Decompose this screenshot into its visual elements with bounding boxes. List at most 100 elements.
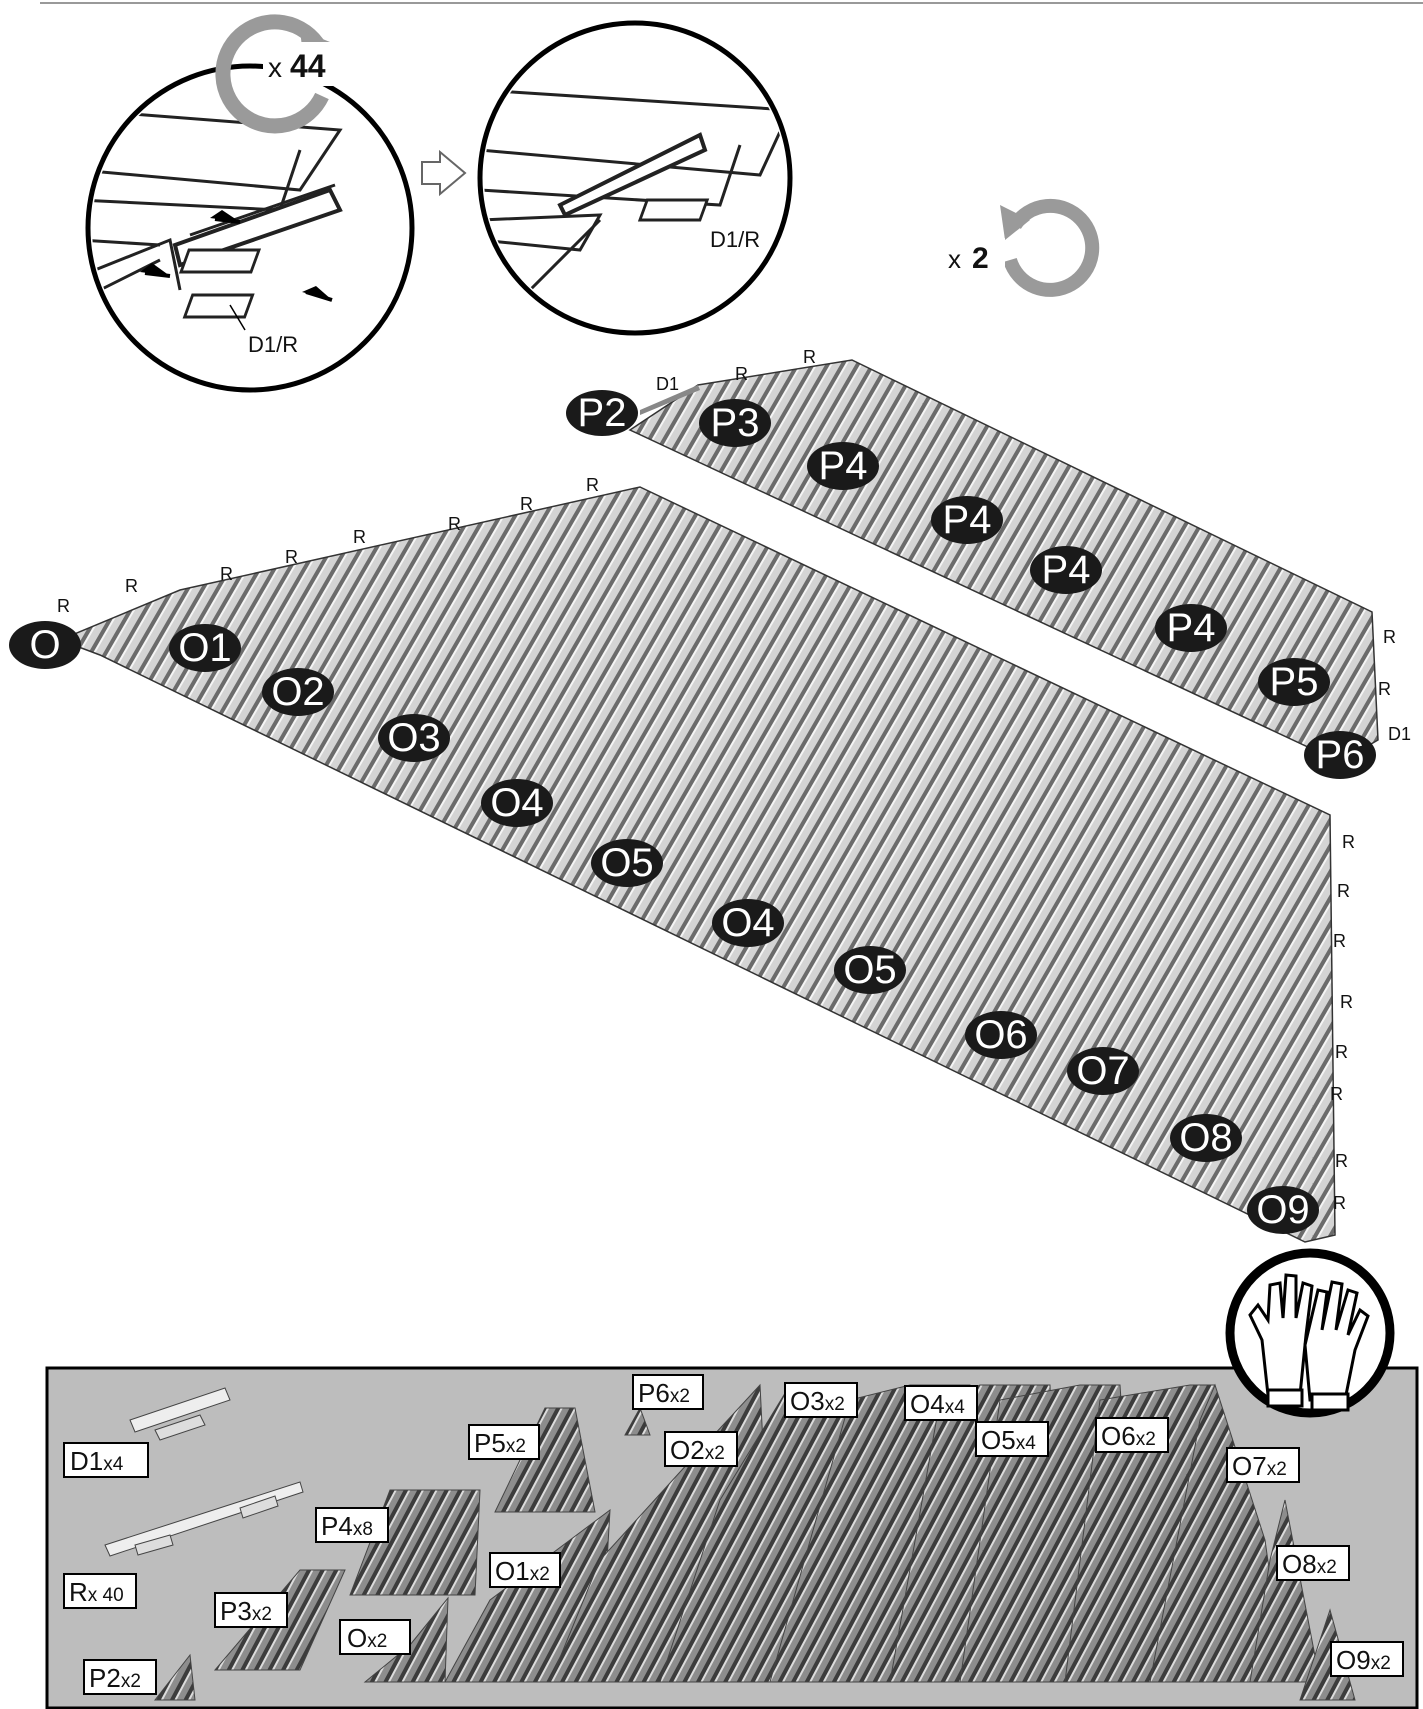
rotation-icon — [1003, 198, 1100, 297]
rotation-badge-2: x 2 — [945, 198, 1100, 297]
edge-label-r: R — [520, 494, 533, 514]
callout-badge: O2 — [262, 668, 334, 716]
detail-circle-after: D1/R — [477, 20, 793, 336]
svg-text:P4: P4 — [819, 444, 868, 488]
callout-badge: O6 — [965, 1011, 1037, 1059]
gloves-icon — [1225, 1248, 1395, 1418]
edge-label-r: R — [735, 364, 748, 384]
svg-text:P5: P5 — [1270, 660, 1319, 704]
svg-text:O1x2: O1x2 — [495, 1556, 550, 1586]
edge-label-r: R — [1330, 1084, 1343, 1104]
svg-text:P3: P3 — [711, 401, 760, 445]
svg-text:O9x2: O9x2 — [1336, 1645, 1391, 1675]
edge-label-r: R — [1383, 627, 1396, 647]
svg-text:O9: O9 — [1256, 1188, 1309, 1232]
callout-badge: O3 — [378, 714, 450, 762]
edge-label-r: R — [1335, 1151, 1348, 1171]
edge-label-r: R — [57, 596, 70, 616]
callout-badge: O — [9, 621, 81, 669]
badge-count-44: 44 — [290, 48, 326, 84]
badge-prefix-2: x — [948, 244, 961, 274]
svg-text:O3: O3 — [387, 716, 440, 760]
edge-label-r: R — [285, 547, 298, 567]
edge-label-r: R — [125, 576, 138, 596]
callout-badge: P4 — [1155, 604, 1227, 652]
part-label: O3x2 — [784, 1382, 858, 1418]
svg-text:P4: P4 — [1167, 606, 1216, 650]
svg-text:D1x4: D1x4 — [70, 1446, 124, 1476]
svg-text:O6x2: O6x2 — [1101, 1421, 1156, 1451]
svg-text:P4x8: P4x8 — [321, 1511, 373, 1541]
edge-label-d1: D1 — [1388, 724, 1411, 744]
svg-text:O2: O2 — [271, 670, 324, 714]
svg-text:O2x2: O2x2 — [670, 1435, 725, 1465]
part-label: P4x8 — [315, 1507, 389, 1543]
svg-text:P2: P2 — [578, 391, 627, 435]
rotation-badge-44: x 44 — [215, 14, 353, 134]
svg-text:O5: O5 — [843, 948, 896, 992]
part-label: O4x4 — [904, 1385, 978, 1421]
part-label: P6x2 — [632, 1374, 704, 1410]
part-label: O8x2 — [1276, 1545, 1350, 1581]
callout-badge: O1 — [169, 624, 241, 672]
parts-panel: D1x4 Rx 40 P2x2 P3x2 P4x8 Ox2 P5x2 O1x2 — [45, 1366, 1419, 1709]
callout-badge: P4 — [1030, 546, 1102, 594]
edge-label-r: R — [1337, 881, 1350, 901]
callout-badge: P4 — [807, 442, 879, 490]
svg-text:O1: O1 — [178, 626, 231, 670]
edge-label-r: R — [803, 347, 816, 367]
callout-badge: P5 — [1258, 658, 1330, 706]
push-arrows — [140, 210, 333, 302]
badge-prefix-44: x — [268, 52, 282, 83]
part-label: O2x2 — [664, 1431, 738, 1467]
part-label: P5x2 — [468, 1424, 540, 1460]
part-label: D1x4 — [63, 1442, 149, 1478]
edge-label-d1: D1 — [656, 374, 679, 394]
part-label: Ox2 — [339, 1619, 411, 1655]
svg-text:O7x2: O7x2 — [1232, 1451, 1287, 1481]
svg-text:P5x2: P5x2 — [474, 1428, 526, 1458]
edge-label-r: R — [220, 564, 233, 584]
edge-label-r: R — [448, 514, 461, 534]
part-label: O9x2 — [1330, 1641, 1404, 1677]
callout-badge: O7 — [1067, 1047, 1139, 1095]
callout-badge: O9 — [1247, 1186, 1319, 1234]
badge-count-2: 2 — [972, 242, 989, 275]
svg-text:O3x2: O3x2 — [790, 1386, 845, 1416]
svg-text:P4: P4 — [1042, 548, 1091, 592]
part-label: O7x2 — [1226, 1447, 1300, 1483]
svg-text:O8x2: O8x2 — [1282, 1549, 1337, 1579]
callout-badge: P4 — [931, 496, 1003, 544]
svg-text:O6: O6 — [974, 1013, 1027, 1057]
edge-label-r: R — [1340, 992, 1353, 1012]
svg-text:P4: P4 — [943, 498, 992, 542]
edge-labels: D1 R R R R D1 R R R R R R R R R R R R R … — [57, 347, 1411, 1213]
svg-text:O5: O5 — [600, 841, 653, 885]
svg-text:O4x4: O4x4 — [910, 1389, 965, 1419]
callout-badge: O4 — [481, 779, 553, 827]
svg-text:O: O — [29, 623, 60, 667]
callout-badge: P3 — [699, 399, 771, 447]
svg-text:O5x4: O5x4 — [981, 1425, 1036, 1455]
callout-badge: O5 — [591, 839, 663, 887]
part-label: O1x2 — [489, 1552, 561, 1588]
svg-text:O4: O4 — [721, 901, 774, 945]
svg-text:Ox2: Ox2 — [347, 1623, 387, 1653]
svg-text:P2x2: P2x2 — [89, 1663, 141, 1693]
part-label: O6x2 — [1095, 1417, 1169, 1453]
edge-label-r: R — [1333, 1193, 1346, 1213]
part-label: P3x2 — [214, 1592, 288, 1628]
part-label: O5x4 — [975, 1421, 1049, 1457]
detail-label-2: D1/R — [710, 227, 760, 252]
edge-label-r: R — [353, 527, 366, 547]
edge-label-r: R — [1333, 931, 1346, 951]
callout-badge: O8 — [1170, 1114, 1242, 1162]
svg-text:P3x2: P3x2 — [220, 1596, 272, 1626]
part-label: Rx 40 — [63, 1573, 137, 1609]
callout-badge: O4 — [712, 899, 784, 947]
svg-text:O7: O7 — [1076, 1049, 1129, 1093]
edge-label-r: R — [1378, 679, 1391, 699]
svg-text:O4: O4 — [490, 781, 543, 825]
detail-label-1: D1/R — [248, 332, 298, 357]
